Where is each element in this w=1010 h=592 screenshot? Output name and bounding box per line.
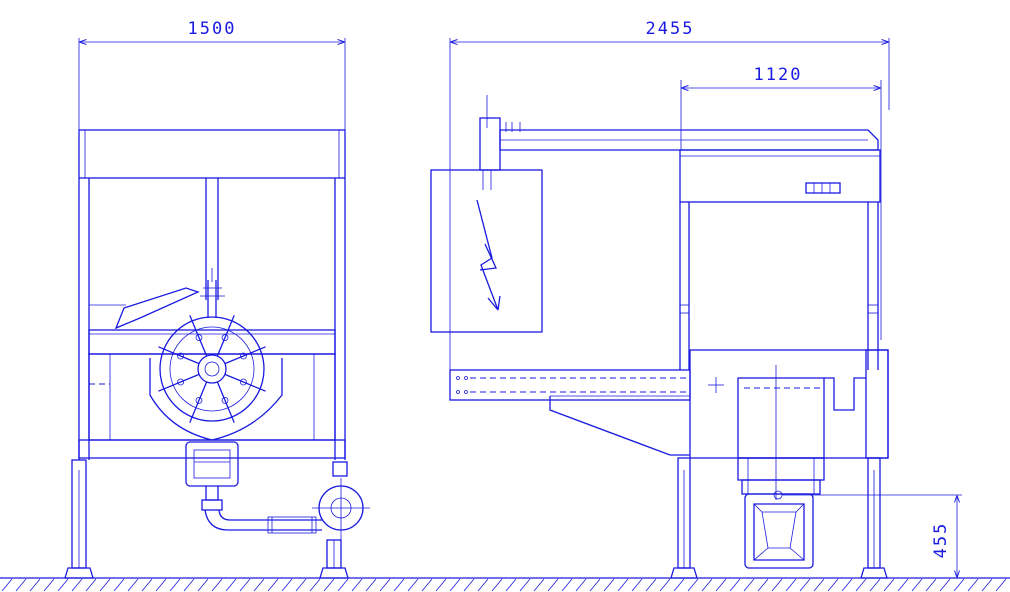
dimension-label-2455: 2455: [646, 19, 695, 39]
ground-line: [0, 577, 1010, 592]
dimension-side-length: 2455: [449, 19, 890, 370]
control-panel-icon: [805, 182, 841, 194]
dimension-outlet-height: 455: [782, 494, 962, 577]
front-view: 1500: [64, 19, 370, 579]
dimension-label-1500: 1500: [188, 19, 237, 39]
dimension-cabinet-length: 1120: [680, 65, 882, 340]
side-view: 2455 1120: [430, 19, 962, 579]
dimension-label-1120: 1120: [754, 65, 803, 85]
lightning-bolt-icon: [476, 199, 501, 311]
dimension-front-width: 1500: [78, 19, 346, 130]
dimension-label-455: 455: [931, 522, 951, 559]
